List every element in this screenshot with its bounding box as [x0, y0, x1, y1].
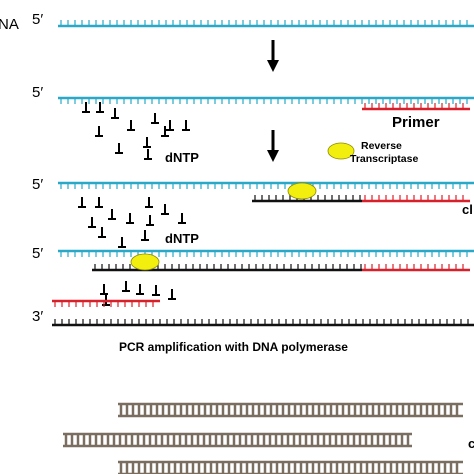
rna-strand [58, 20, 474, 28]
row-1-five-prime-label: 5′ [32, 11, 43, 28]
dntp-nucleotide-icon [88, 217, 96, 228]
dntp-label: dNTP [165, 150, 199, 165]
dntp-nucleotide-icon [168, 289, 176, 300]
dntp-nucleotide-icon [146, 215, 154, 226]
dntp-cluster [78, 197, 186, 248]
row-1-rna-template: NA 5′ [0, 11, 474, 33]
dntp-nucleotide-icon [166, 120, 174, 131]
dntp-nucleotide-icon [108, 209, 116, 220]
dntp-nucleotide-icon [144, 149, 152, 160]
dntp-nucleotide-icon [161, 126, 169, 137]
three-prime-label: 3′ [32, 308, 43, 325]
dntp-nucleotide-icon [96, 102, 104, 113]
down-arrow-icon [267, 130, 279, 162]
row-2-primer-annealing: 5′ Primer [32, 84, 474, 131]
row-4-first-strand: 5′ [32, 245, 474, 272]
dntp-nucleotide-icon [115, 143, 123, 154]
cdna-fragment-label: cl [462, 202, 473, 217]
dntp-nucleotide-icon [143, 137, 151, 148]
row-4-five-prime-label: 5′ [32, 245, 43, 262]
primer-strand [52, 299, 160, 307]
primer-label: Primer [392, 114, 440, 131]
dntp-nucleotide-icon [182, 120, 190, 131]
reverse-transcriptase-legend: Reverse Transcriptase [327, 140, 418, 165]
reverse-transcriptase-label: Reverse Transcriptase [350, 140, 418, 165]
dntp-cluster [82, 102, 190, 160]
reverse-transcriptase-ellipse-icon [327, 142, 355, 160]
rna-fragment-label: NA [0, 16, 19, 33]
dntp-nucleotide-icon [161, 204, 169, 215]
dntp-nucleotide-icon [152, 285, 160, 296]
reverse-transcriptase-ellipse-icon [130, 253, 160, 271]
primer-strand [362, 195, 470, 203]
dntp-nucleotide-icon [151, 113, 159, 124]
dsdna-products [63, 402, 463, 474]
dntp-nucleotide-icon [100, 284, 108, 295]
row-3-five-prime-label: 5′ [32, 176, 43, 193]
primer-strand [362, 103, 470, 111]
dntp-nucleotide-icon [178, 213, 186, 224]
dntp-nucleotide-icon [122, 281, 130, 292]
dntp-label: dNTP [165, 231, 199, 246]
cdna-strand [52, 319, 474, 327]
dsdna-molecule [118, 402, 463, 418]
dntp-nucleotide-icon [95, 197, 103, 208]
dntp-nucleotide-icon [118, 237, 126, 248]
pcr-step-label: PCR amplification with DNA polymerase [119, 340, 348, 354]
dntp-nucleotide-icon [127, 120, 135, 131]
dntp-nucleotide-icon [98, 227, 106, 238]
rna-strand [58, 96, 474, 104]
dntp-nucleotide-icon [141, 230, 149, 241]
dntp-cluster [100, 281, 176, 306]
dntp-nucleotide-icon [82, 102, 90, 113]
row-5-second-strand: 3′ [32, 299, 474, 327]
dntp-nucleotide-icon [145, 197, 153, 208]
rna-strand [58, 249, 474, 257]
primer-strand [362, 264, 470, 272]
dsdna-molecule [63, 432, 412, 448]
reverse-transcriptase-ellipse-icon [287, 182, 317, 200]
dntp-nucleotide-icon [78, 197, 86, 208]
dntp-nucleotide-icon [111, 108, 119, 119]
rna-strand [58, 181, 474, 189]
dntp-nucleotide-icon [136, 284, 144, 295]
dntp-nucleotide-icon [126, 213, 134, 224]
row-2-five-prime-label: 5′ [32, 84, 43, 101]
down-arrow-icon [267, 40, 279, 72]
dntp-nucleotide-icon [95, 126, 103, 137]
dsdna-molecule [118, 460, 463, 474]
right-fragment-label: c [468, 436, 474, 451]
row-3-cdna-synthesis: 5′ cl [32, 176, 474, 217]
